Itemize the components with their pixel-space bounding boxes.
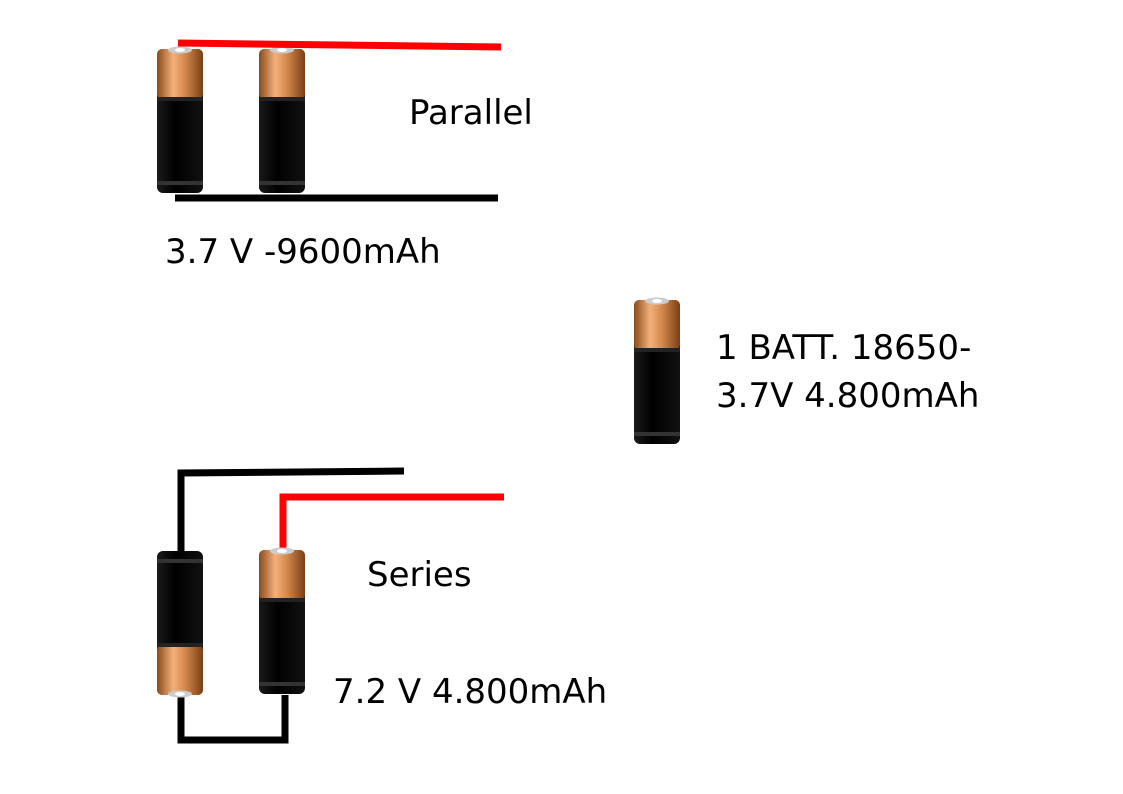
parallel-battery-2 [259, 46, 305, 193]
single-spec-line1: 1 BATT. 18650- [716, 328, 972, 368]
series-title: Series [367, 555, 472, 595]
series-battery-2 [259, 547, 305, 694]
single-battery [634, 297, 680, 444]
series-battery-1-inverted [157, 551, 203, 698]
series-bridge-wire [177, 695, 289, 744]
series-spec: 7.2 V 4.800mAh [333, 672, 608, 712]
single-spec-line2: 3.7V 4.800mAh [716, 376, 980, 416]
series-negative-wire [177, 467, 405, 552]
series-positive-wire [279, 493, 504, 552]
parallel-positive-wire [177, 39, 502, 51]
parallel-title: Parallel [409, 93, 533, 133]
parallel-spec: 3.7 V -9600mAh [165, 232, 441, 272]
parallel-battery-1 [157, 46, 203, 193]
